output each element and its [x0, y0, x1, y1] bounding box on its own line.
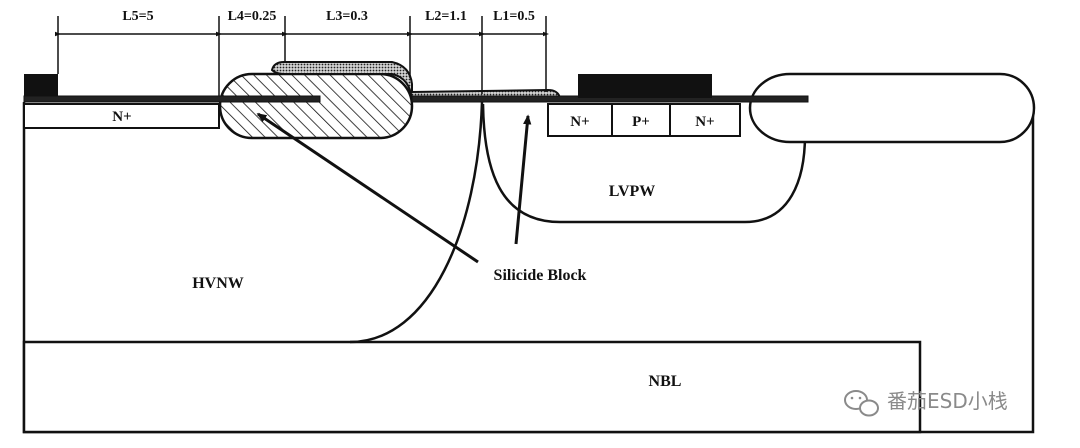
- n-plus-left-diffusion: [23, 103, 220, 129]
- silicide-block-layer: [270, 61, 562, 102]
- annotation-arrow-left: [256, 112, 479, 264]
- wechat-icon: [844, 390, 879, 417]
- watermark-text: 番茄ESD小栈: [887, 389, 1008, 413]
- dimension-lines: [55, 16, 549, 96]
- label-n-plus-1: N+: [570, 114, 589, 130]
- annotation-silicide-block: Silicide Block: [494, 267, 587, 284]
- annotation-arrow-right: [514, 114, 532, 245]
- hvnw-boundary: [349, 101, 484, 344]
- n-plus-diffusion-1: [547, 103, 613, 137]
- label-lvpw: LVPW: [609, 183, 656, 200]
- p-plus-diffusion: [611, 103, 671, 137]
- right-field-oxide: [748, 72, 1036, 144]
- gate-bar-left: [23, 95, 321, 103]
- right-metal-contact: [578, 74, 712, 98]
- label-p-plus: P+: [632, 114, 650, 130]
- dim-label-l2: L2=1.1: [425, 9, 467, 24]
- n-plus-diffusion-2: [669, 103, 741, 137]
- nbl-region: [22, 340, 922, 434]
- label-n-plus-left: N+: [112, 109, 131, 125]
- label-n-plus-2: N+: [695, 114, 714, 130]
- left-metal-contact: [24, 74, 58, 96]
- dim-label-l1: L1=0.5: [493, 9, 535, 24]
- dim-label-l4: L4=0.25: [228, 9, 277, 24]
- dim-label-l5: L5=5: [122, 9, 153, 24]
- watermark: 番茄ESD小栈: [844, 389, 1008, 417]
- label-nbl: NBL: [649, 373, 682, 390]
- field-oxide-hatched: [218, 72, 414, 140]
- dim-label-l3: L3=0.3: [326, 9, 368, 24]
- label-hvnw: HVNW: [192, 275, 244, 292]
